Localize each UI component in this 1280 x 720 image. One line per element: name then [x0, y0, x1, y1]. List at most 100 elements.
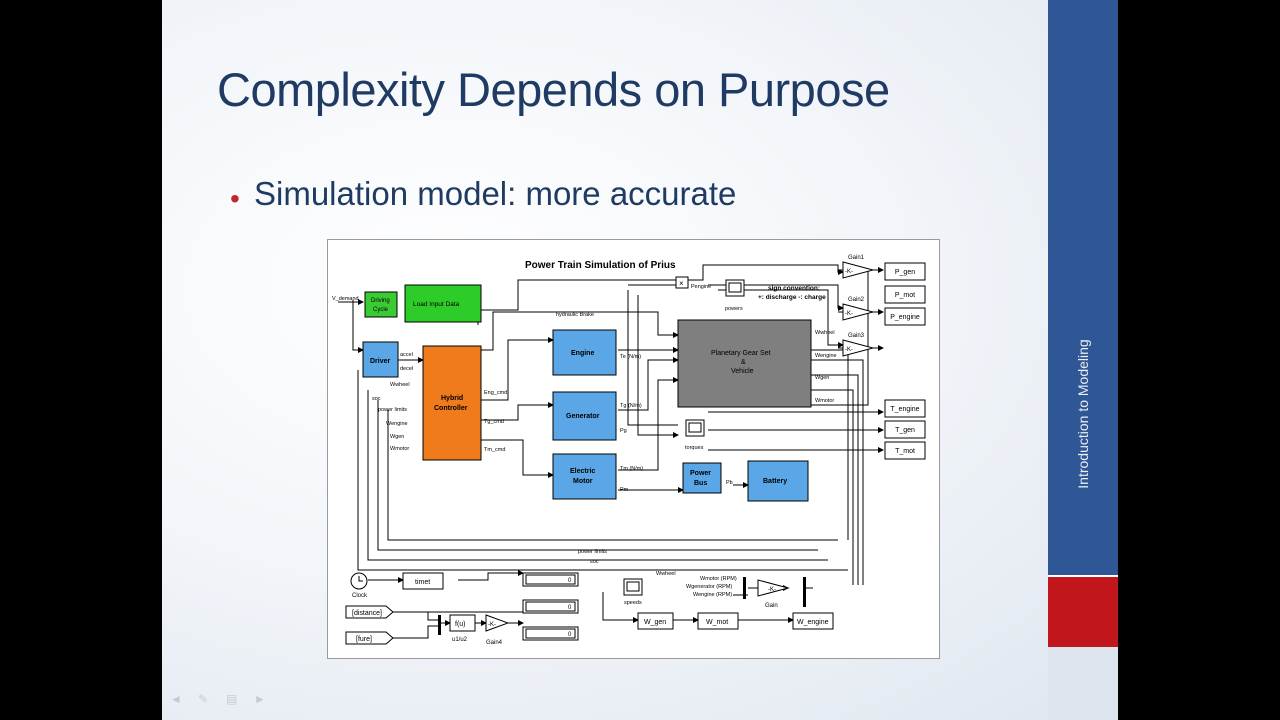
distance-label: [distance]: [352, 610, 382, 617]
fuel-goto[interactable]: [345, 631, 394, 645]
output-p-mot[interactable]: [884, 285, 926, 304]
driving-cycle-label-1: Driving: [371, 298, 390, 304]
label-hydraulic-brake: hydraulic Brake: [556, 312, 594, 318]
gain3-label: Gain3: [848, 333, 865, 339]
display-3-value: 0: [568, 632, 572, 638]
label-v-demand: V_demand: [332, 296, 359, 302]
load-input-label: Load Input Data: [413, 301, 460, 308]
fcn-block[interactable]: [449, 614, 476, 632]
product-symbol: ×: [679, 279, 684, 288]
w-engine-label: W_engine: [797, 619, 829, 626]
svg-text:-K-: -K-: [768, 587, 776, 593]
planetary-label-2: &: [741, 359, 746, 366]
label-wgen: Wgen: [390, 434, 404, 440]
gain1-label: Gain1: [848, 255, 865, 261]
output-p-gen[interactable]: [884, 262, 926, 281]
timet-label: timet: [415, 579, 430, 586]
output-p-engine[interactable]: [884, 307, 926, 326]
engine-block[interactable]: [552, 329, 617, 376]
label-pengine: Pengine: [691, 284, 711, 290]
w-gen-block[interactable]: [637, 612, 674, 630]
pen-icon[interactable]: ✎: [198, 692, 209, 706]
label-soc: soc: [372, 396, 381, 402]
w-mot-label: W_mot: [706, 619, 728, 626]
electric-motor-block[interactable]: [552, 453, 617, 500]
power-bus-block[interactable]: [682, 462, 722, 494]
label-wengine-rpm: Wengine (RPM): [693, 592, 732, 598]
svg-text:T_gen: T_gen: [895, 427, 915, 434]
mux-bar-2: [803, 577, 806, 607]
battery-label: Battery: [763, 478, 787, 485]
sidebar-divider: [1048, 575, 1118, 577]
gain-label: Gain: [765, 603, 778, 609]
next-icon[interactable]: ►: [254, 692, 266, 706]
gain2-block[interactable]: -K-: [842, 303, 875, 321]
sidebar-label: Introduction to Modeling: [1075, 339, 1091, 489]
label-power-limits-bottom: power limits: [578, 549, 607, 555]
driving-cycle-block[interactable]: [364, 291, 398, 318]
driver-block[interactable]: [362, 341, 399, 378]
label-powers: powers: [725, 306, 743, 312]
electric-motor-label-1: Electric: [570, 468, 595, 475]
slideshow-toolbar[interactable]: ◄ ✎ ▤ ►: [170, 692, 270, 706]
svg-text:-K-: -K-: [845, 269, 853, 275]
label-te: Te (N/m): [620, 354, 641, 360]
label-power-limits: power limits: [378, 407, 407, 413]
gain-block[interactable]: -K-: [757, 579, 790, 597]
load-input-block[interactable]: [404, 284, 482, 323]
diagram-title: Power Train Simulation of Prius: [525, 260, 676, 271]
planetary-label-3: Vehicle: [731, 368, 754, 375]
w-engine-block[interactable]: [792, 612, 834, 630]
w-mot-block[interactable]: [697, 612, 739, 630]
simulink-diagram: Power Train Simulation of Prius: [327, 239, 940, 659]
hybrid-controller-label-2: Controller: [434, 405, 468, 412]
bullet-text: Simulation model: more accurate: [254, 175, 737, 212]
label-eng-cmd: Eng_cmd: [484, 390, 507, 396]
sign-convention-detail: +: discharge -: charge: [758, 294, 826, 301]
label-pm: Pm: [620, 487, 629, 493]
output-t-gen[interactable]: [884, 420, 926, 439]
distance-goto[interactable]: [345, 605, 394, 619]
svg-text:-K-: -K-: [488, 622, 496, 628]
gain3-block[interactable]: -K-: [842, 339, 875, 357]
driving-cycle-label-2: Cycle: [373, 307, 389, 313]
label-wwheel: Wwheel: [390, 382, 410, 388]
battery-block[interactable]: [747, 460, 809, 502]
mux-bar-1: [743, 577, 746, 599]
svg-text:-K-: -K-: [845, 347, 853, 353]
label-wengine: Wengine: [386, 421, 408, 427]
bullet-marker: •: [230, 183, 240, 214]
timet-block[interactable]: [402, 572, 444, 590]
product-block: [675, 276, 689, 289]
label-wwheel-bottom: Wwheel: [656, 571, 676, 577]
label-wmotor-out: Wmotor: [815, 398, 834, 404]
label-wmotor-rpm: Wmotor (RPM): [700, 576, 737, 582]
gain2-label: Gain2: [848, 297, 865, 303]
previous-icon[interactable]: ◄: [170, 692, 182, 706]
planetary-gear-block[interactable]: [677, 319, 812, 408]
gain1-block[interactable]: -K-: [842, 261, 875, 279]
label-wmotor: Wmotor: [390, 446, 409, 452]
label-pb: Pb: [726, 480, 733, 486]
gain4-block[interactable]: -K-: [485, 614, 510, 632]
label-soc-bottom: soc: [590, 559, 599, 565]
hybrid-controller-block[interactable]: [422, 345, 482, 461]
label-tm-cmd: Tm_cmd: [484, 447, 505, 453]
sidebar-light-block: [1048, 647, 1118, 720]
w-gen-label: W_gen: [644, 619, 666, 626]
hybrid-controller-label-1: Hybrid: [441, 395, 463, 402]
label-decel: decel: [400, 366, 413, 372]
label-pg: Pg: [620, 428, 627, 434]
output-t-engine[interactable]: [884, 399, 926, 418]
power-bus-label-2: Bus: [694, 480, 707, 487]
output-t-mot[interactable]: [884, 441, 926, 460]
label-tg-cmd: Tg_cmd: [484, 419, 504, 425]
menu-icon[interactable]: ▤: [226, 692, 238, 706]
power-bus-label-1: Power: [690, 470, 711, 477]
label-speeds: speeds: [624, 600, 642, 606]
display-2-value: 0: [568, 605, 572, 611]
sign-convention-title: sign convention:: [768, 285, 820, 292]
sidebar-red-block: [1048, 577, 1118, 647]
svg-text:-K-: -K-: [845, 311, 853, 317]
generator-block[interactable]: [552, 391, 617, 441]
